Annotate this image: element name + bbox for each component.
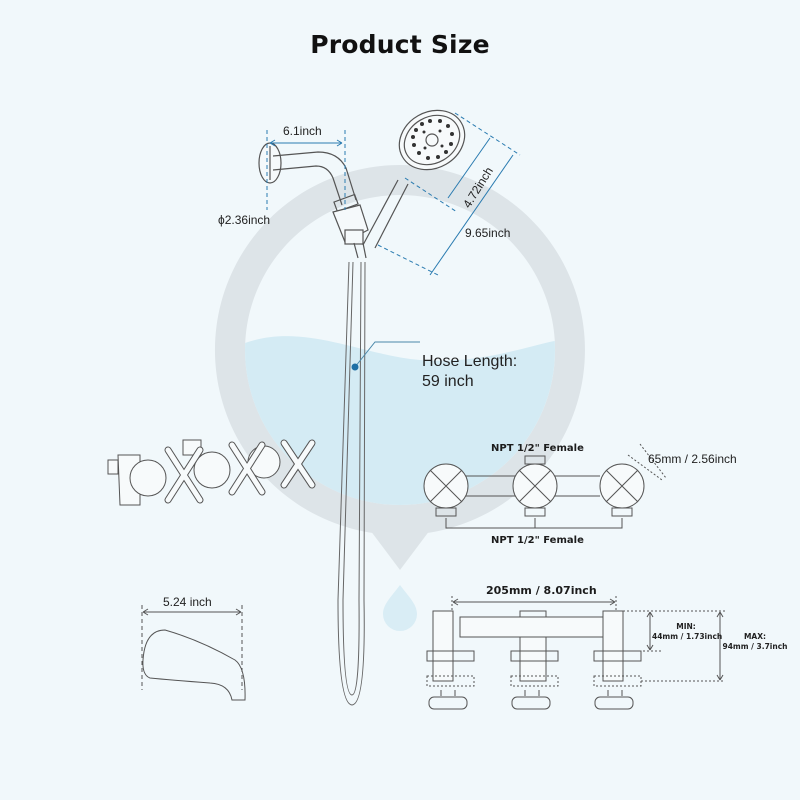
background-logo [214, 165, 585, 631]
min-depth-label: MIN: 44mm / 1.73inch [652, 622, 723, 642]
hose-length-title: Hose Length: [422, 353, 518, 370]
flange-diameter-label: ϕ2.36inch [218, 213, 271, 227]
dimension-lines [266, 112, 521, 368]
bottom-port-label: NPT 1/2" Female [491, 535, 584, 546]
hose-length-value: 59 inch [422, 373, 474, 390]
center-distance-label: 205mm / 8.07inch [486, 584, 597, 597]
shower-arm-length-label: 6.1inch [283, 124, 322, 138]
hose-length-label: Hose Length: 59 inch [422, 352, 517, 392]
max-depth-title: MAX: [743, 632, 767, 641]
hand-shower [362, 109, 466, 249]
min-depth-value: 44mm / 1.73inch [652, 632, 723, 641]
min-depth-title: MIN: [676, 622, 696, 631]
max-depth-label: MAX: 94mm / 3.7inch [722, 632, 788, 652]
escutcheon-size-label: 65mm / 2.56inch [648, 452, 737, 466]
shower-arm [258, 142, 369, 259]
valve-side-view [426, 596, 725, 710]
max-depth-value: 94mm / 3.7inch [722, 642, 788, 651]
water-drop-icon [383, 585, 417, 631]
hand-shower-length-label: 9.65inch [465, 226, 511, 240]
tub-spout [141, 605, 246, 701]
water-wave [245, 336, 555, 505]
top-port-label: NPT 1/2" Female [491, 443, 584, 454]
page-title: Product Size [310, 30, 490, 59]
logo-ring-tail [370, 530, 430, 570]
hose-pointer-dot [351, 363, 359, 371]
valve-top-view [423, 443, 667, 529]
valve-perspective [107, 439, 316, 506]
hose [337, 261, 366, 706]
tub-spout-length-label: 5.24 inch [163, 595, 212, 609]
